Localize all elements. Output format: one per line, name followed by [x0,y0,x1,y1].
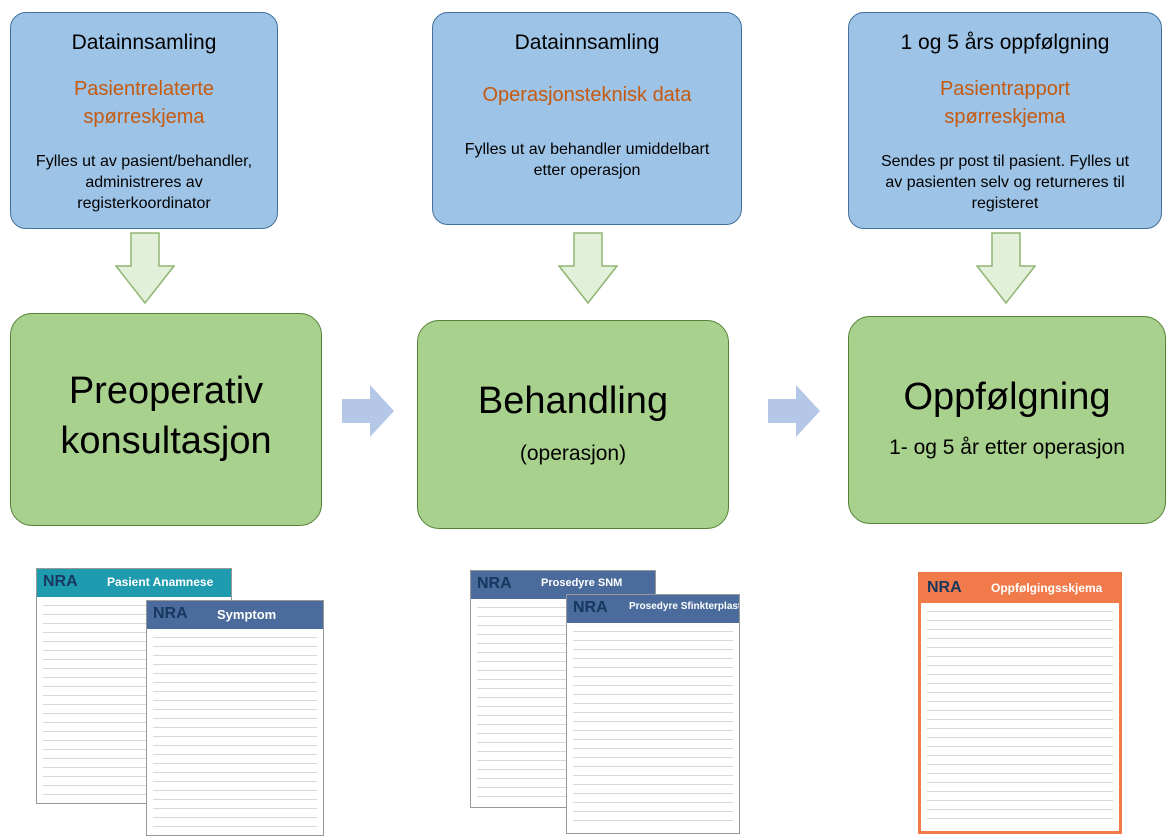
stage-box-2: Behandling (operasjon) [417,320,729,529]
form-title: Pasient Anamnese [107,575,214,589]
form-title: Prosedyre Sfinkterplastikk [629,601,739,612]
info-box-heading: 1 og 5 års oppfølgning [900,31,1110,54]
nra-logo: NRA [477,575,512,592]
down-arrow-icon [115,232,175,304]
form-thumbnail-symptom: NRA Symptom [146,600,324,836]
form-thumbnail-oppfolgingsskjema: NRA Oppfølgingsskjema [918,572,1122,834]
info-box-description: Fylles ut av behandler umiddelbart etter… [464,141,710,179]
info-box-heading: Datainnsamling [514,31,660,54]
stage-subtitle: (operasjon) [519,442,627,465]
nra-logo: NRA [153,605,188,622]
form-title: Symptom [217,607,277,622]
info-box-subtitle: Operasjonsteknisk data [482,84,692,106]
stage-title: Oppfølgning [903,376,1111,418]
info-box-3: 1 og 5 års oppfølgning Pasientrapport sp… [848,12,1162,229]
stage-title: Preoperativ konsultasjon [60,370,272,462]
info-box-subtitle: Pasientrapport spørreskjema [939,78,1071,128]
form-title: Oppfølgingsskjema [991,581,1103,595]
info-box-subtitle: Pasientrelaterte spørreskjema [73,78,215,128]
stage-box-1: Preoperativ konsultasjon [10,313,322,526]
info-box-heading: Datainnsamling [71,31,217,54]
right-arrow-icon [768,385,820,437]
stage-box-3: Oppfølgning 1- og 5 år etter operasjon [848,316,1166,524]
info-box-1: Datainnsamling Pasientrelaterte spørresk… [10,12,278,229]
form-title: Prosedyre SNM [541,577,623,589]
stage-title: Behandling [477,380,669,422]
info-box-description: Fylles ut av pasient/behandler, administ… [35,153,253,212]
nra-logo: NRA [927,579,962,596]
nra-logo: NRA [43,573,78,590]
right-arrow-icon [342,385,394,437]
info-box-description: Sendes pr post til pasient. Fylles ut av… [880,153,1130,212]
info-box-2: Datainnsamling Operasjonsteknisk data Fy… [432,12,742,225]
stage-subtitle: 1- og 5 år etter operasjon [889,436,1125,459]
nra-logo: NRA [573,599,608,616]
form-thumbnail-prosedyre-sfinkterplastikk: NRA Prosedyre Sfinkterplastikk [566,594,740,834]
down-arrow-icon [558,232,618,304]
down-arrow-icon [976,232,1036,304]
